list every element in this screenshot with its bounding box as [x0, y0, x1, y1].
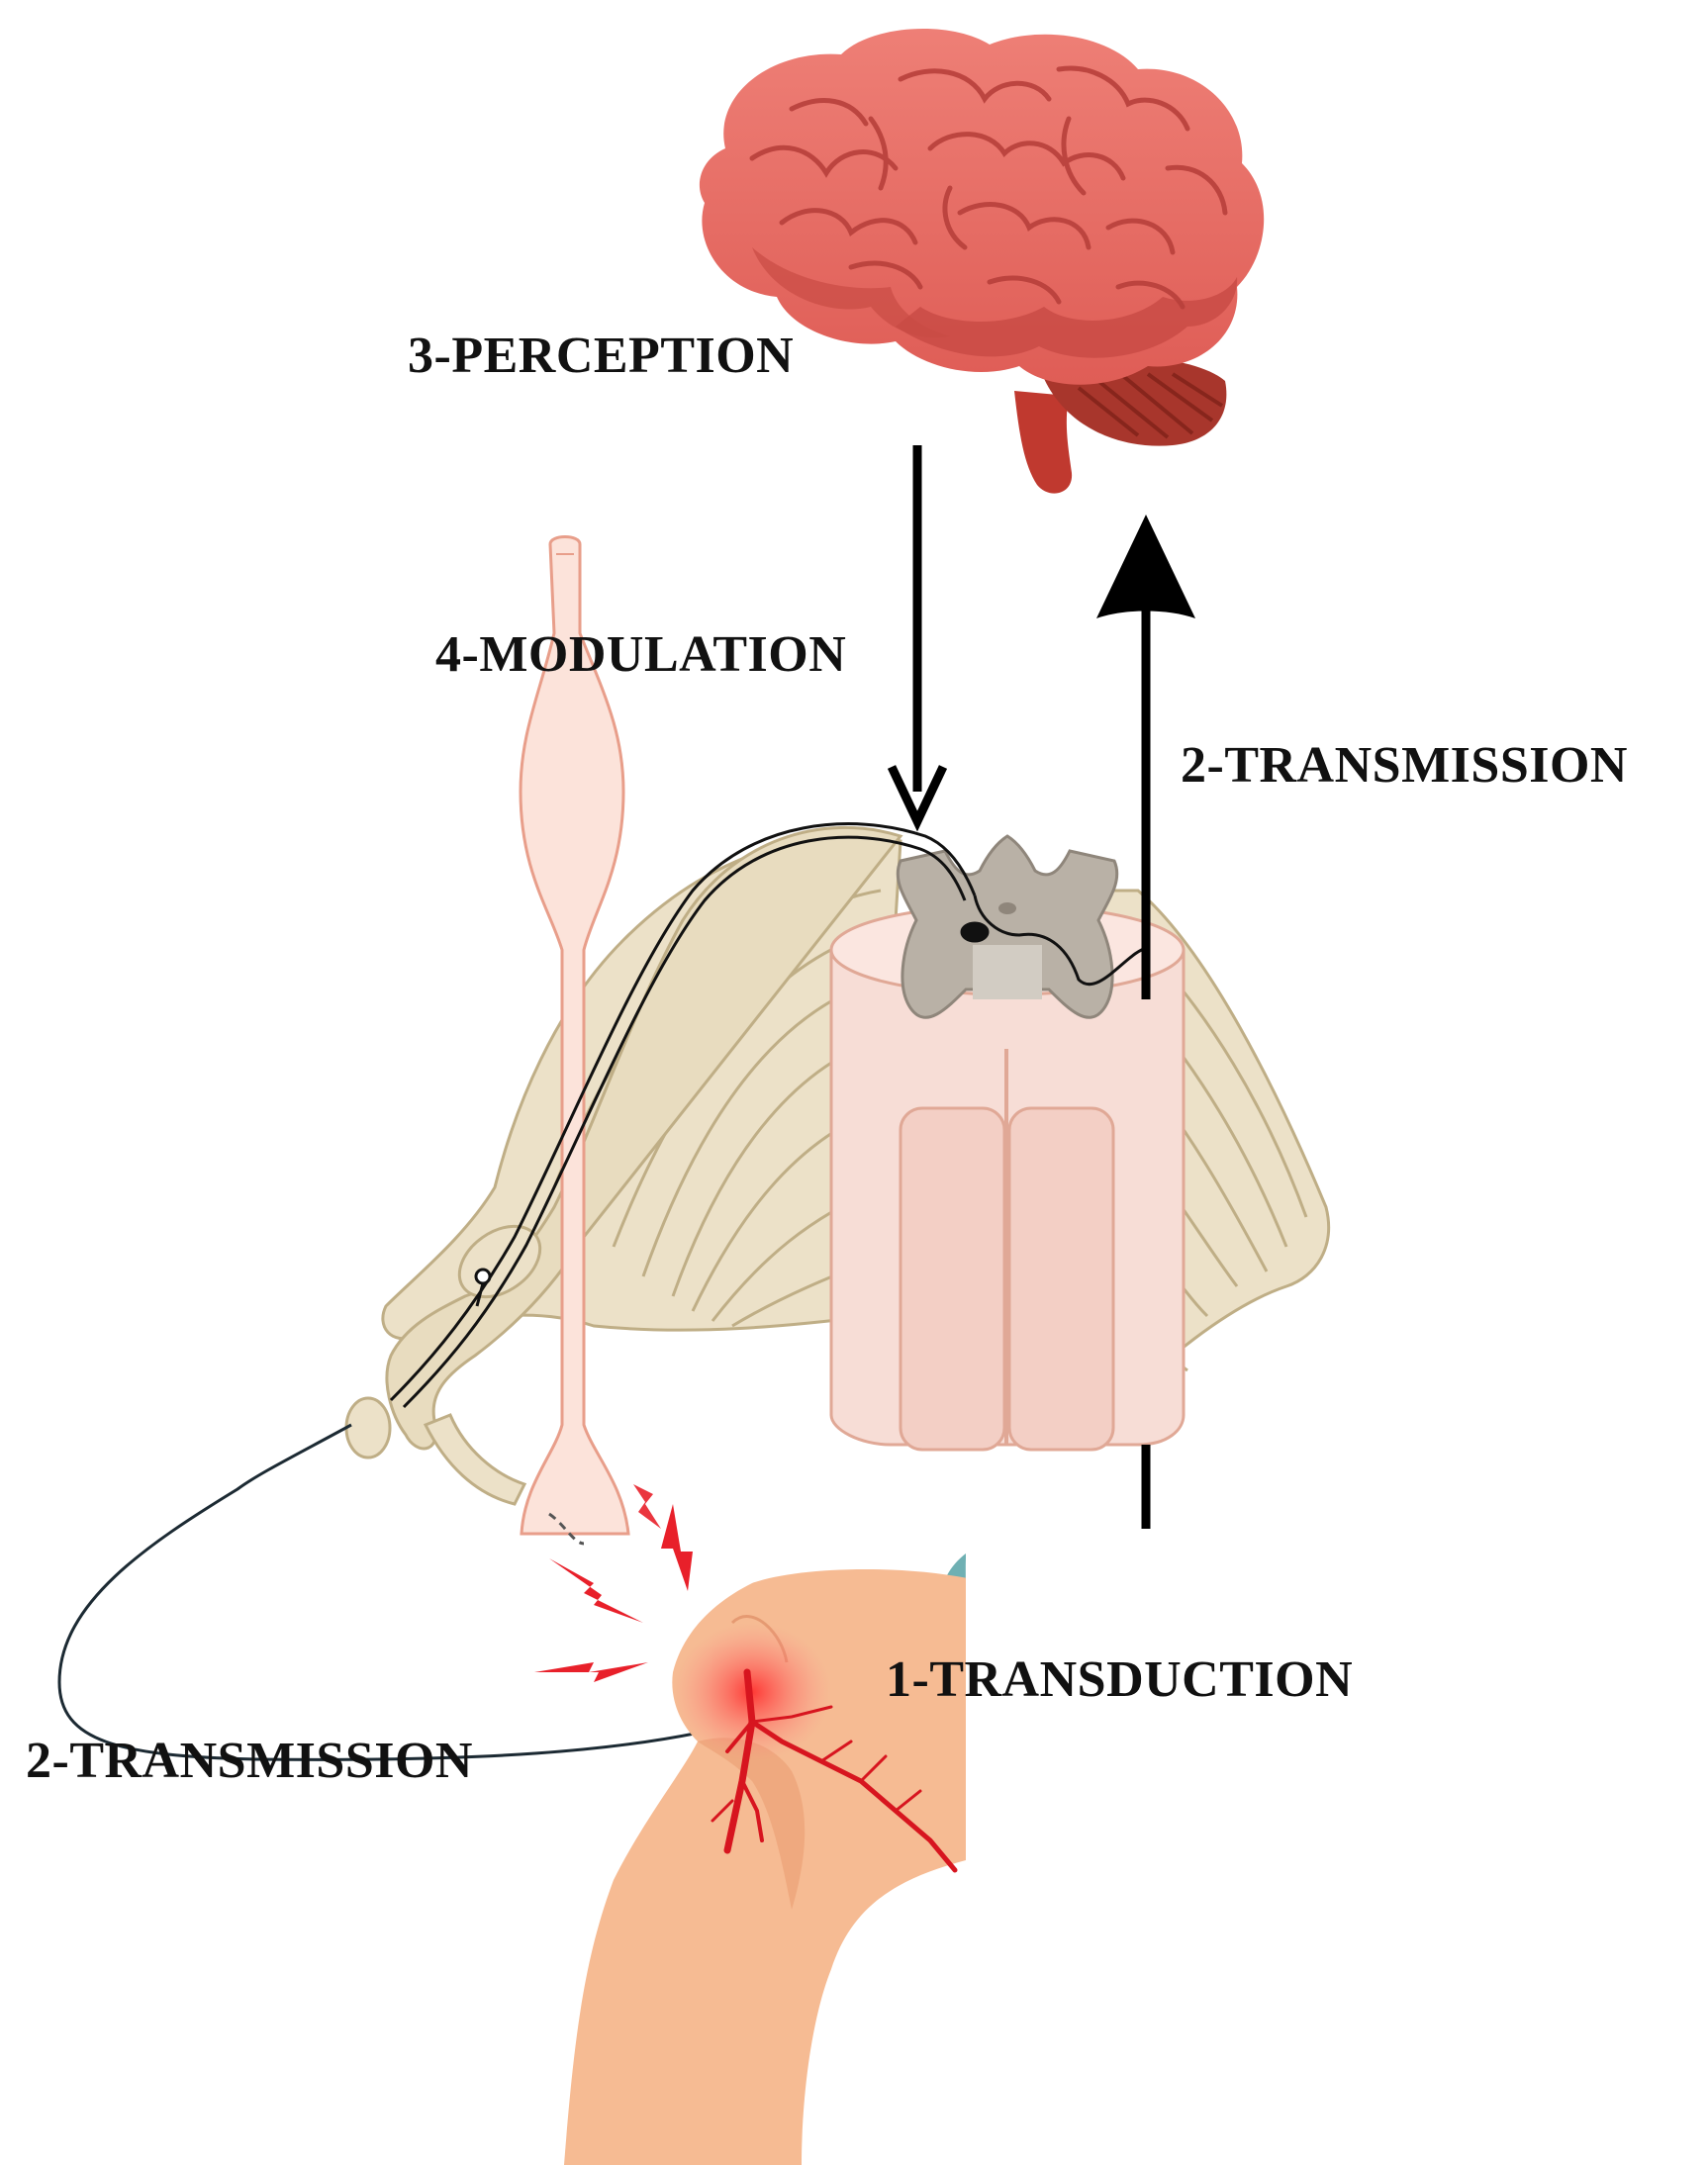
lightning-bolt-icon: [534, 1484, 693, 1682]
label-transmission-ascending: 2-TRANSMISSION: [1181, 737, 1628, 794]
label-perception: 3-PERCEPTION: [408, 328, 795, 384]
label-transmission-peripheral: 2-TRANSMISSION: [26, 1733, 473, 1789]
arrow-up-icon: [1096, 515, 1195, 1529]
brain-icon: [699, 28, 1265, 494]
neuron-icon: [519, 535, 630, 1546]
nerve-fiber: [57, 822, 1149, 1761]
label-transduction: 1-TRANSDUCTION: [886, 1651, 1354, 1708]
knee-icon: [564, 1544, 1708, 2165]
spinal-cord-icon: [829, 834, 1186, 1452]
label-modulation: 4-MODULATION: [435, 626, 847, 683]
arrow-down-icon: [887, 445, 948, 832]
